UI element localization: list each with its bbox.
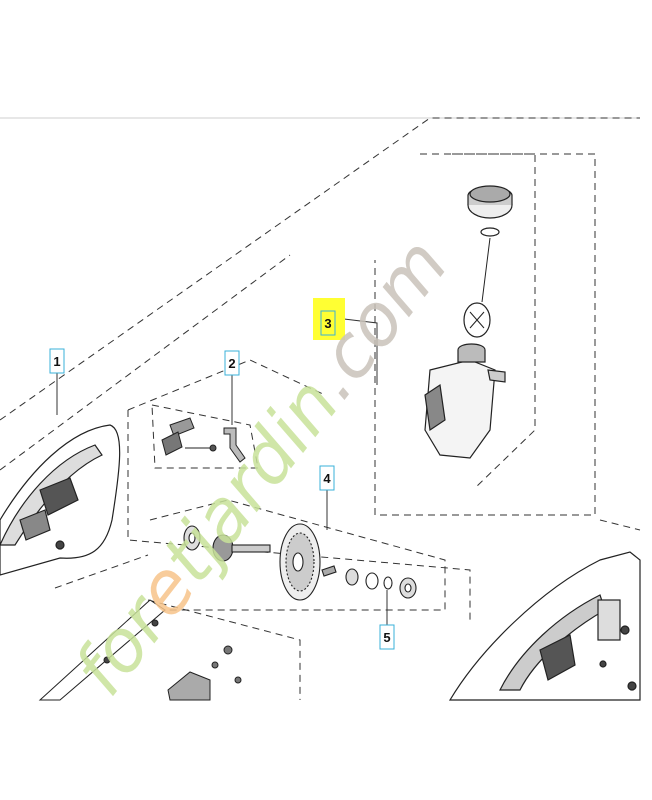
outline-oil-tank-outer: [374, 153, 596, 516]
callout-3-box: [320, 310, 336, 336]
outline-part2: [151, 404, 259, 469]
part-fasteners: [161, 417, 246, 463]
callouts: 1 2 3 4 5: [49, 298, 395, 650]
outline-housing-lower: [0, 254, 291, 471]
callout-5-box: [379, 624, 395, 650]
callout-3-label: 3: [324, 316, 331, 331]
outline-right: [599, 519, 641, 531]
part-gear-assembly: [183, 523, 417, 601]
outline-oil-tank-inner: [452, 153, 536, 489]
callout-3[interactable]: 3: [313, 298, 345, 340]
outline-main-housing: [0, 117, 640, 421]
callout-3-highlight: [313, 298, 345, 340]
callout-4-label: 4: [323, 471, 331, 486]
callout-1-box: [49, 348, 65, 374]
callout-5-label: 5: [383, 630, 390, 645]
part-housing-left: [0, 424, 121, 576]
callout-4-box: [319, 465, 335, 491]
callout-5[interactable]: 5: [379, 624, 395, 650]
leader-lines: [56, 318, 388, 625]
outline-gear-box: [149, 499, 446, 611]
part-housing-right: [448, 551, 641, 701]
callout-2-box: [224, 350, 240, 376]
callout-2[interactable]: 2: [224, 350, 240, 376]
callout-2-label: 2: [228, 356, 235, 371]
callout-1-label: 1: [53, 354, 60, 369]
outline-lower-cover-2: [147, 599, 301, 700]
callout-1[interactable]: 1: [49, 348, 65, 374]
leader-3: [343, 318, 378, 385]
outline-lower-cover: [54, 554, 149, 589]
part-oil-tank: [424, 185, 513, 459]
callout-4[interactable]: 4: [319, 465, 335, 491]
part-lower-cover: [38, 599, 242, 701]
